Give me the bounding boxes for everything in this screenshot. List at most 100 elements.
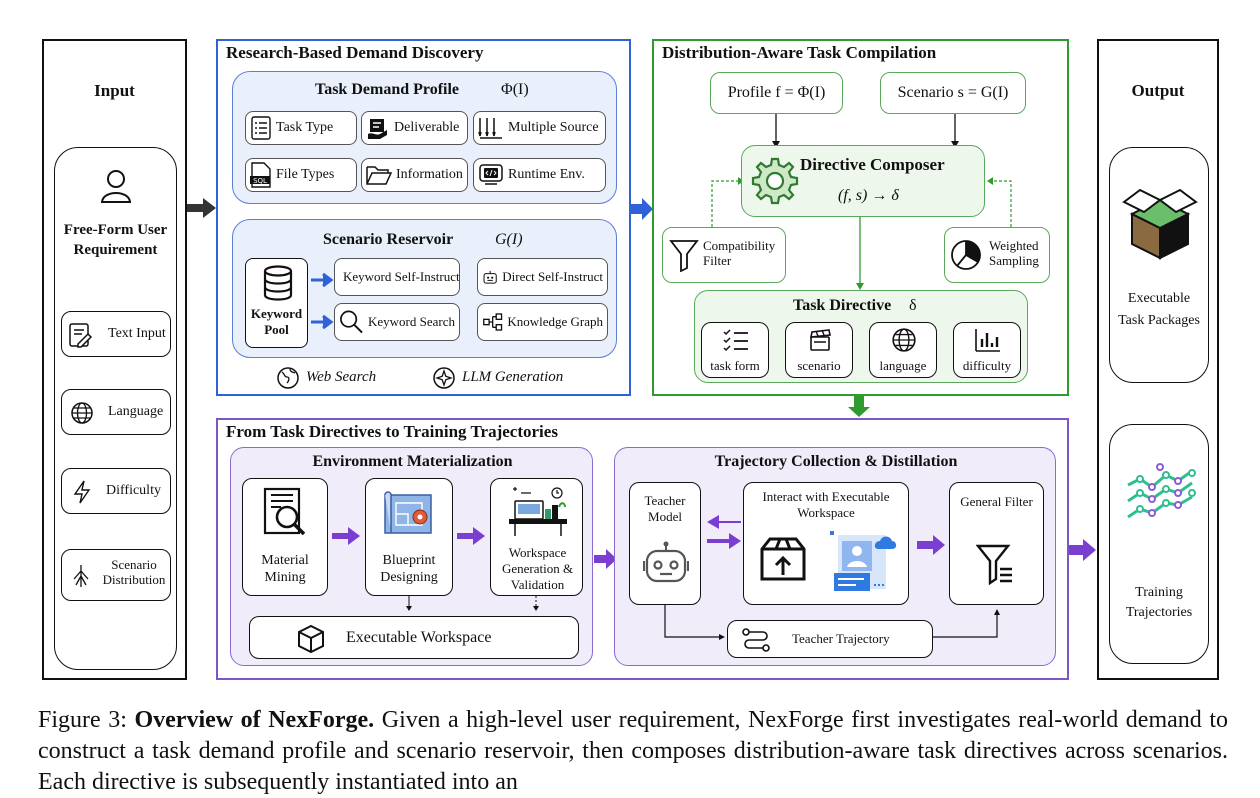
packages-box: Executable Task Packages xyxy=(1109,147,1209,383)
traj-connectors xyxy=(664,605,1000,640)
chip-keyword-search: Keyword Search xyxy=(334,303,460,341)
training-title: From Task Directives to Training Traject… xyxy=(226,422,558,441)
figure-caption: Figure 3: Overview of NexForge. Given a … xyxy=(38,705,1228,798)
web-search-icon xyxy=(277,367,299,389)
packages-label: Executable Task Packages xyxy=(1118,291,1200,328)
route-icon xyxy=(742,628,770,652)
output-title: Output xyxy=(1131,81,1185,100)
workspace-icon xyxy=(509,487,567,536)
weighted-sampling: Weighted Sampling xyxy=(944,227,1050,283)
chip-label: Deliverable xyxy=(394,120,460,135)
task-demand-profile: Task Demand Profile Φ(I) Task Type Deliv… xyxy=(232,71,617,204)
input-item-label: Difficulty xyxy=(106,483,161,498)
task-directive: Task Directive δ task form scenario lang… xyxy=(694,290,1028,383)
chip-keyword-self-instruct: Keyword Self-Instruct xyxy=(334,258,460,296)
directive-scenario: scenario xyxy=(785,322,853,378)
input-item-scenario: Scenario Distribution xyxy=(61,549,171,601)
chip-file-types: SQL File Types xyxy=(245,158,357,192)
reservoir-title: Scenario Reservoir xyxy=(323,231,454,248)
database-icon xyxy=(263,265,293,301)
teacher-trajectory-label: Teacher Trajectory xyxy=(792,631,890,646)
step-label: Material Mining xyxy=(261,553,309,585)
traj-title: Trajectory Collection & Distillation xyxy=(714,453,958,470)
general-filter: General Filter xyxy=(949,482,1044,605)
profile-symbol: Φ(I) xyxy=(501,81,529,98)
sql-file-icon: SQL xyxy=(250,162,271,188)
compile-title: Distribution-Aware Task Compilation xyxy=(662,43,937,62)
blueprint-icon xyxy=(384,491,432,534)
env-down-arrows xyxy=(406,596,539,611)
blueprint-designing-step: Blueprint Designing xyxy=(365,478,453,596)
pie-chart-icon xyxy=(951,240,981,270)
folder-icon xyxy=(366,166,392,185)
directive-item-label: difficulty xyxy=(962,358,1012,373)
lightning-icon xyxy=(73,480,91,504)
input-to-research-arrow xyxy=(187,198,216,218)
teacher-label: Teacher Model xyxy=(644,493,686,524)
requirement-label: Free-Form User Requirement xyxy=(63,222,168,258)
text-input-icon xyxy=(69,323,93,348)
chip-label: Runtime Env. xyxy=(508,167,585,182)
workspace-label: Executable Workspace xyxy=(346,629,492,646)
caption-prefix: Figure 3: xyxy=(38,707,135,733)
input-item-language: Language xyxy=(61,389,171,435)
globe-icon xyxy=(892,328,916,352)
web-search-label: Web Search xyxy=(306,369,377,385)
chip-label: Task Type xyxy=(276,120,334,135)
compat-label: Compatibility Filter xyxy=(703,238,776,268)
llm-generation-label: LLM Generation xyxy=(462,369,564,385)
directive-task-form: task form xyxy=(701,322,769,378)
interact-label: Interact with Executable Workspace xyxy=(762,489,890,520)
chip-label: Information xyxy=(396,167,463,182)
directive-item-label: language xyxy=(879,358,927,373)
composer-title: Directive Composer xyxy=(800,155,945,174)
chip-label: Direct Self-Instruct xyxy=(502,268,603,284)
interact-to-filter-arrow xyxy=(917,535,945,555)
funnel-list-icon xyxy=(976,544,1012,586)
chip-label: File Types xyxy=(276,167,335,182)
llm-generation-icon xyxy=(433,367,455,389)
directive-composer: Directive Composer (f, s) → δ xyxy=(741,145,985,217)
input-item-text: Text Input xyxy=(61,311,171,357)
funnel-icon xyxy=(669,240,699,272)
input-item-difficulty: Difficulty xyxy=(61,468,171,514)
profile-function-label: Profile f = Φ(I) xyxy=(727,84,826,101)
user-icon xyxy=(99,168,133,204)
package-icon xyxy=(1122,188,1198,260)
chip-knowledge-graph: Knowledge Graph xyxy=(477,303,608,341)
workspace-generation-step: Workspace Generation & Validation xyxy=(490,478,583,596)
interact-workspace: Interact with Executable Workspace xyxy=(743,482,909,605)
trajectories-box: Training Trajectories xyxy=(1109,424,1209,664)
chip-label: Multiple Source xyxy=(508,120,599,135)
input-item-label: Language xyxy=(108,404,164,419)
workspace-app-icon xyxy=(830,531,897,591)
executable-workspace: Executable Workspace xyxy=(249,616,579,659)
step-label: Workspace Generation & Validation xyxy=(501,545,574,592)
compile-to-training-arrow xyxy=(848,396,870,417)
directive-language: language xyxy=(869,322,937,378)
trajectory-collection: Trajectory Collection & Distillation Tea… xyxy=(614,447,1056,666)
env-to-traj-arrow xyxy=(594,549,617,569)
chip-label: Keyword Self-Instruct xyxy=(343,268,460,284)
robot-icon xyxy=(643,541,689,583)
clapperboard-icon xyxy=(810,329,831,351)
teacher-trajectory: Teacher Trajectory xyxy=(727,620,933,658)
input-inner-panel: Free-Form User Requirement Text Input La… xyxy=(54,147,177,670)
svg-text:SQL: SQL xyxy=(253,177,267,185)
compatibility-filter: Compatibility Filter xyxy=(662,227,786,283)
teacher-model: Teacher Model xyxy=(629,482,701,605)
graph-icon xyxy=(483,313,503,331)
list-doc-icon xyxy=(251,116,271,140)
env-title: Environment Materialization xyxy=(312,453,513,470)
material-mining-step: Material Mining xyxy=(242,478,328,596)
step-label: Blueprint Designing xyxy=(380,553,438,585)
compile-connectors xyxy=(711,114,1012,290)
input-item-label: Scenario Distribution xyxy=(102,557,166,587)
box-upload-icon xyxy=(760,537,806,581)
search-icon xyxy=(340,310,363,334)
caption-bold: Overview of NexForge. xyxy=(134,707,375,733)
directive-item-label: scenario xyxy=(797,358,841,373)
profile-title: Task Demand Profile xyxy=(315,81,460,98)
chip-direct-self-instruct: Direct Self-Instruct xyxy=(477,258,608,296)
input-title: Input xyxy=(94,81,135,100)
